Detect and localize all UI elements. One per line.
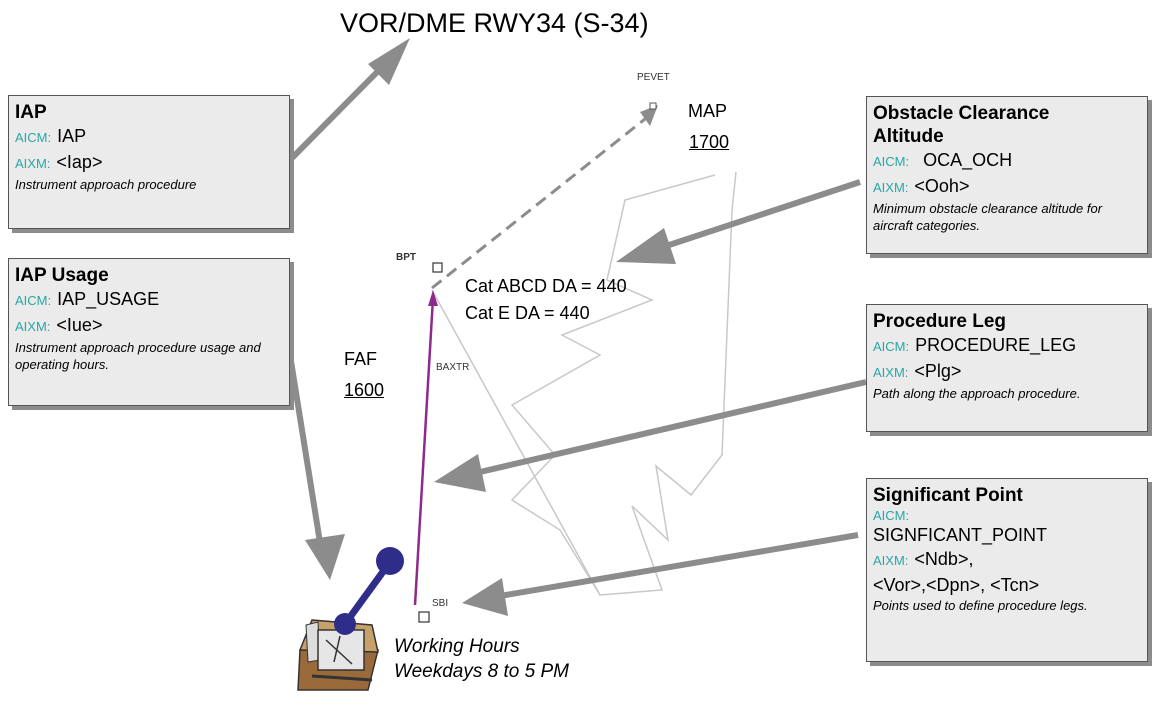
oca-aixm-value: <Ooh> (914, 176, 970, 196)
oca-aixm-row: AIXM: <Ooh> (873, 174, 1141, 200)
iap-description: Instrument approach procedure (15, 177, 197, 192)
route-outline (510, 171, 737, 596)
working-hours-text: Working Hours Weekdays 8 to 5 PM (394, 634, 569, 684)
iap-usage-aicm-row: AICM: IAP_USAGE (15, 287, 283, 313)
working-hours-line-2: Weekdays 8 to 5 PM (394, 661, 569, 682)
iap-usage-aixm-row: AIXM: <Iue> (15, 313, 283, 339)
waypoint-baxtr-label: BAXTR (436, 362, 470, 373)
aixm-tag: AIXM: (15, 156, 51, 171)
callout-arrowhead-oca (616, 228, 676, 264)
cat-abcd-da: Cat ABCD DA = 440 (465, 276, 627, 296)
iap-aicm-row: AICM: IAP (15, 124, 283, 150)
cat-e-da: Cat E DA = 440 (465, 303, 590, 323)
significant-point-aicm-value: SIGNFICANT_POINT (873, 525, 1048, 545)
callout-arrowhead-iap-usage (305, 534, 345, 580)
callout-arrow-significant-point (499, 532, 859, 599)
oca-box: Obstacle Clearance Altitude AICM: OCA_OCH… (866, 96, 1148, 254)
aixm-tag: AIXM: (873, 365, 909, 380)
oca-header: Obstacle Clearance Altitude (873, 103, 1050, 147)
aicm-tag: AICM: (15, 293, 52, 308)
oca-aicm-value: OCA_OCH (923, 150, 1013, 170)
aixm-tag: AIXM: (873, 553, 909, 568)
aicm-tag: AICM: (873, 339, 910, 354)
iap-aicm-value: IAP (57, 126, 87, 146)
oca-description: Minimum obstacle clearance altitude for … (873, 201, 1103, 233)
page-title: VOR/DME RWY34 (S-34) (340, 8, 649, 38)
faf-altitude: 1600 (344, 380, 385, 400)
aicm-tag: AICM: (873, 508, 910, 523)
procedure-leg-aicm-row: AICM: PROCEDURE_LEG (873, 333, 1141, 359)
significant-point-box: Significant Point AICM: SIGNFICANT_POINT… (866, 478, 1148, 662)
waypoint-sbi-marker (418, 611, 430, 623)
waypoint-sbi-label: SBI (432, 598, 449, 609)
iap-usage-description: Instrument approach procedure usage and … (15, 340, 261, 372)
clock-clipart (297, 547, 404, 691)
significant-point-aixm-row: AIXM: <Ndb>, (873, 547, 1141, 573)
significant-point-aixm-value-1: <Ndb>, (914, 549, 974, 569)
procedure-leg-aixm-row: AIXM: <Plg> (873, 359, 1141, 385)
procedure-leg-aicm-value: PROCEDURE_LEG (915, 335, 1077, 355)
callout-arrowhead-procedure-leg (434, 454, 486, 492)
callout-arrow-procedure-leg (479, 379, 867, 475)
aicm-tag: AICM: (873, 154, 910, 169)
callout-arrowhead-significant-point (462, 578, 508, 616)
iap-usage-aicm-value: IAP_USAGE (57, 289, 160, 309)
callout-arrow-oca (659, 179, 861, 251)
waypoint-pevet-label: PEVET (637, 72, 670, 83)
significant-point-aixm-value-2: <Vor>,<Dpn>, <Tcn> (873, 575, 1040, 595)
iap-header: IAP (15, 102, 47, 123)
callout-arrow-iap (287, 54, 395, 163)
iap-aixm-value: <Iap> (56, 152, 103, 172)
iap-usage-aixm-value: <Iue> (56, 315, 103, 335)
iap-aixm-row: AIXM: <Iap> (15, 150, 283, 176)
oca-aicm-row: AICM: OCA_OCH (873, 148, 1141, 174)
callout-arrow-iap-usage (287, 354, 325, 556)
map-altitude: 1700 (689, 132, 730, 152)
significant-point-header: Significant Point (873, 485, 1023, 506)
callout-arrowhead-iap (368, 38, 410, 85)
procedure-leg-box: Procedure Leg AICM: PROCEDURE_LEG AIXM: <P… (866, 304, 1148, 432)
waypoint-bpt-marker (432, 262, 443, 273)
iap-usage-box: IAP Usage AICM: IAP_USAGE AIXM: <Iue> Inst… (8, 258, 290, 406)
aixm-tag: AIXM: (873, 180, 909, 195)
significant-point-aicm-row: AICM: (873, 507, 1141, 523)
waypoint-bpt-label: BPT (396, 252, 416, 263)
aixm-tag: AIXM: (15, 319, 51, 334)
iap-usage-header: IAP Usage (15, 265, 109, 286)
procedure-leg-description: Path along the approach procedure. (873, 386, 1081, 401)
procedure-leg-arrowhead (428, 290, 438, 306)
procedure-leg-header: Procedure Leg (873, 311, 1007, 332)
faf-label: FAF (344, 349, 378, 369)
procedure-leg-line (413, 297, 435, 606)
map-label: MAP (688, 101, 728, 121)
missed-approach-arrowhead (640, 105, 658, 126)
missed-approach-path (431, 113, 651, 290)
aicm-tag: AICM: (15, 130, 52, 145)
procedure-leg-aixm-value: <Plg> (914, 361, 962, 381)
waypoint-pevet-marker (649, 102, 657, 110)
iap-box: IAP AICM: IAP AIXM: <Iap> Instrument appro… (8, 95, 290, 229)
working-hours-line-1: Working Hours (394, 636, 520, 657)
route-outline-extension (431, 289, 601, 596)
significant-point-description: Points used to define procedure legs. (873, 598, 1088, 613)
